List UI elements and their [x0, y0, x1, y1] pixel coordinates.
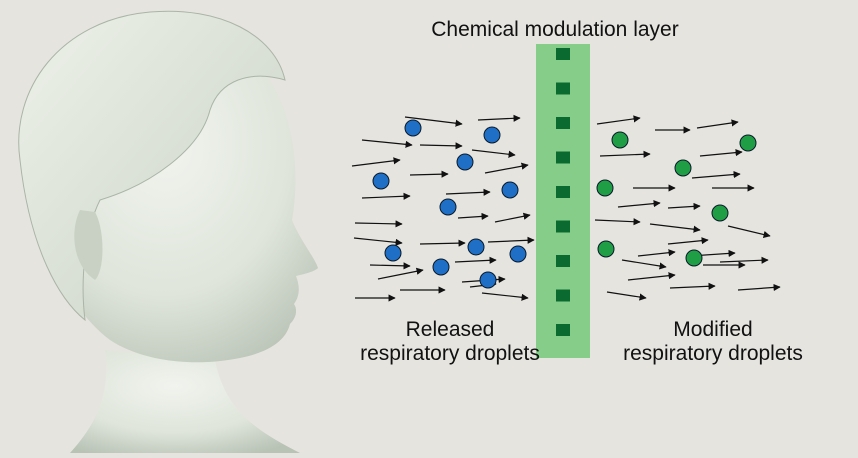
arrow-icon — [354, 220, 403, 228]
blue-droplet-icon — [479, 271, 497, 289]
released-label-line1: Released — [405, 318, 495, 341]
blue-droplet-icon — [456, 153, 474, 171]
arrow-icon — [617, 200, 661, 208]
arrow-icon — [599, 150, 651, 158]
arrow-icon — [419, 239, 466, 247]
arrow-icon — [471, 149, 516, 158]
modified-label-line1: Modified — [673, 318, 753, 341]
arrow-icon — [445, 188, 491, 196]
blue-droplet-icon — [439, 198, 457, 216]
arrow-icon — [691, 170, 741, 179]
arrow-icon — [494, 212, 531, 223]
arrow-icon — [481, 292, 529, 301]
arrow-icon — [727, 225, 771, 239]
ear-shape — [74, 210, 103, 280]
layer-square — [556, 186, 570, 198]
arrow-icon — [627, 272, 676, 281]
blue-droplet-icon — [501, 181, 519, 199]
modified-droplets-label: Modified respiratory droplets — [598, 318, 828, 366]
blue-droplet-icon — [432, 258, 450, 276]
green-droplet-icon — [611, 131, 629, 149]
arrow-icon — [606, 291, 647, 301]
green-droplet-icon — [685, 249, 703, 267]
arrow-icon — [667, 202, 701, 210]
arrow-icon — [351, 157, 401, 167]
blue-droplet-icon — [372, 172, 390, 190]
arrow-icon — [484, 162, 529, 174]
arrow-icon — [487, 236, 535, 244]
layer-square — [556, 289, 570, 302]
droplet-group — [372, 119, 757, 289]
arrow-icon — [477, 114, 521, 122]
layer-square — [556, 82, 570, 95]
modified-label-line2: respiratory droplets — [623, 342, 803, 365]
arrow-icon — [596, 115, 641, 125]
layer-square — [556, 220, 570, 233]
green-droplet-icon — [674, 159, 692, 177]
arrow-icon — [457, 212, 489, 221]
arrow-icon — [361, 192, 411, 200]
arrow-icon — [669, 282, 716, 290]
blue-droplet-icon — [509, 245, 527, 263]
arrow-icon — [454, 256, 497, 264]
green-droplet-icon — [596, 179, 614, 197]
arrow-group — [351, 114, 781, 302]
layer-square — [556, 48, 570, 60]
arrow-icon — [696, 119, 739, 129]
released-droplets-label: Released respiratory droplets — [350, 318, 550, 366]
arrow-icon — [594, 218, 641, 226]
arrow-icon — [361, 139, 413, 148]
arrow-icon — [719, 256, 769, 264]
arrow-icon — [637, 249, 676, 257]
arrow-icon — [353, 237, 403, 246]
blue-droplet-icon — [384, 244, 402, 262]
released-label-line2: respiratory droplets — [360, 342, 540, 365]
arrow-icon — [369, 262, 411, 270]
layer-square — [556, 151, 570, 164]
arrow-icon — [419, 142, 463, 150]
arrow-icon — [621, 259, 667, 270]
green-droplet-icon — [739, 134, 757, 152]
layer-title: Chemical modulation layer — [431, 18, 679, 41]
blue-droplet-icon — [467, 238, 485, 256]
arrow-icon — [377, 267, 424, 280]
modulation-layer — [536, 44, 590, 358]
neck-shape — [70, 350, 300, 453]
arrow-icon — [409, 170, 449, 178]
layer-square — [556, 255, 570, 267]
layer-band — [536, 44, 590, 358]
blue-droplet-icon — [404, 119, 422, 137]
blue-droplet-icon — [483, 126, 501, 144]
layer-square — [556, 324, 570, 336]
mannequin-head-icon — [18, 10, 318, 453]
green-droplet-icon — [711, 204, 729, 222]
arrow-icon — [667, 237, 709, 245]
layer-square — [556, 117, 570, 129]
arrow-icon — [699, 149, 743, 157]
arrow-icon — [649, 223, 701, 233]
green-droplet-icon — [597, 240, 615, 258]
arrow-icon — [737, 283, 781, 292]
arrow-icon — [404, 116, 463, 127]
